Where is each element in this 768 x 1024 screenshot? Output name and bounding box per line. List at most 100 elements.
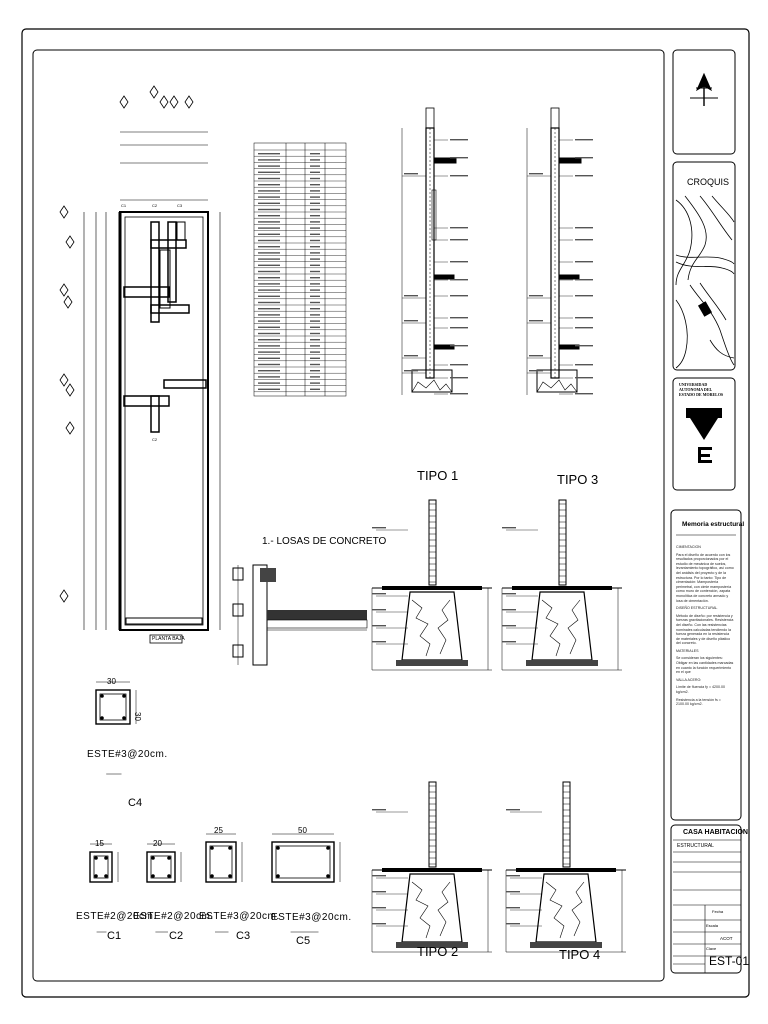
column-c2-stirrups: ESTE#2@20cm. [133,911,214,922]
column-c5-name: C5 [296,935,311,947]
leader-note [575,139,593,141]
table-cell-text [310,339,320,341]
leader-note [502,625,516,627]
table-cell-text [258,227,280,229]
table-cell-text [310,283,320,285]
table-cell-text [310,165,320,167]
rebar-dot [104,856,108,860]
project-subtitle: ESTRUCTURAL [677,843,714,849]
rebar-dot [228,874,232,878]
leader-note [404,295,418,297]
table-cell-text [310,258,320,260]
leader-note [575,327,593,329]
stone-fill [411,881,451,939]
leader-note [575,345,593,347]
leader-note [506,907,520,909]
leader-note [529,320,543,322]
leader-note [502,641,516,643]
table-cell-text [258,159,280,161]
plan-axis-mid: C2 [152,437,158,442]
table-cell-text [310,246,320,248]
table-cell-text [258,345,280,347]
table-cell-text [258,376,280,378]
leader-note [372,641,386,643]
leader-note [502,609,516,611]
table-cell-text [258,233,280,235]
rebar-dot [276,846,280,850]
leader-note [575,377,593,379]
table-cell-text [310,270,320,273]
table-cell-text [310,308,320,310]
table-cell-text [310,239,320,242]
column-c4-name: C4 [128,797,143,809]
leader-note [575,295,593,297]
wall-section-tipo-3 [526,107,582,395]
table-cell-text [258,283,280,285]
north-arrow-icon [690,72,718,106]
plan-axis-c3: C3 [177,203,183,208]
memoria-paragraph: MATERIALES [676,648,699,653]
rebar-dot [326,846,330,850]
table-cell-text [310,382,320,384]
table-cell-text [258,370,280,372]
croquis-label: CROQUIS [687,177,730,187]
footing-wall [562,781,571,868]
footing-body [401,591,463,661]
rebar-dot [210,874,214,878]
column-c1-name: C1 [107,930,122,942]
footing-base [530,942,602,948]
leader-note [450,295,468,297]
section-title-tipo-3: TIPO 3 [557,472,599,487]
table-cell-text [310,345,320,347]
column-c5-stirrups: ESTE#3@20cm. [271,912,352,923]
leader-note [404,370,418,372]
section-title-tipo-4: TIPO 4 [559,947,601,962]
rebar-dot [122,716,126,720]
footing-detail [371,499,492,671]
footing-base [396,942,468,948]
leader-note [506,809,520,811]
table-cell-text [258,270,280,273]
table-cell-text [310,252,320,254]
memoria-paragraph: DISEÑO ESTRUCTURAL [676,606,718,611]
leader-note [450,139,468,141]
column-c4-depth: 30 [132,712,142,721]
table-cell-text [258,351,280,353]
slab-section-title: 1.- LOSAS DE CONCRETO [262,536,387,547]
rebar-dot [94,874,98,878]
leader-note [372,593,386,595]
escala-label: Escala [706,923,719,928]
leader-note [506,891,520,893]
leader-note [450,261,468,263]
leader-note [450,157,468,159]
clave-label: Clave [706,946,717,951]
leader-note [529,295,543,297]
table-cell-text [310,196,320,198]
leader-note [506,875,520,877]
stone-fill [411,599,451,657]
column-c2-width: 20 [153,839,162,848]
section-title-tipo-2: TIPO 2 [417,944,459,959]
table-cell-text [258,289,280,291]
plan-axis-c1: C1 [121,203,127,208]
leader-note [575,175,593,177]
table-cell-text [258,382,280,384]
rebar-dot [94,856,98,860]
leader-note [404,355,418,357]
footing-base [526,660,598,666]
leader-note [404,173,418,175]
stone-fill [545,881,585,939]
footing-detail [371,781,492,953]
leader-note [575,393,593,395]
schedule-table-rows [254,149,346,392]
leader-note [529,370,543,372]
table-cell-text [258,239,280,242]
table-cell-text [310,376,320,378]
project-title: CASA HABITACION [683,829,748,836]
table-cell-text [258,165,280,167]
table-cell-text [258,177,280,180]
table-cell-text [258,202,280,204]
leader-note [372,527,386,529]
leader-note [372,907,386,909]
